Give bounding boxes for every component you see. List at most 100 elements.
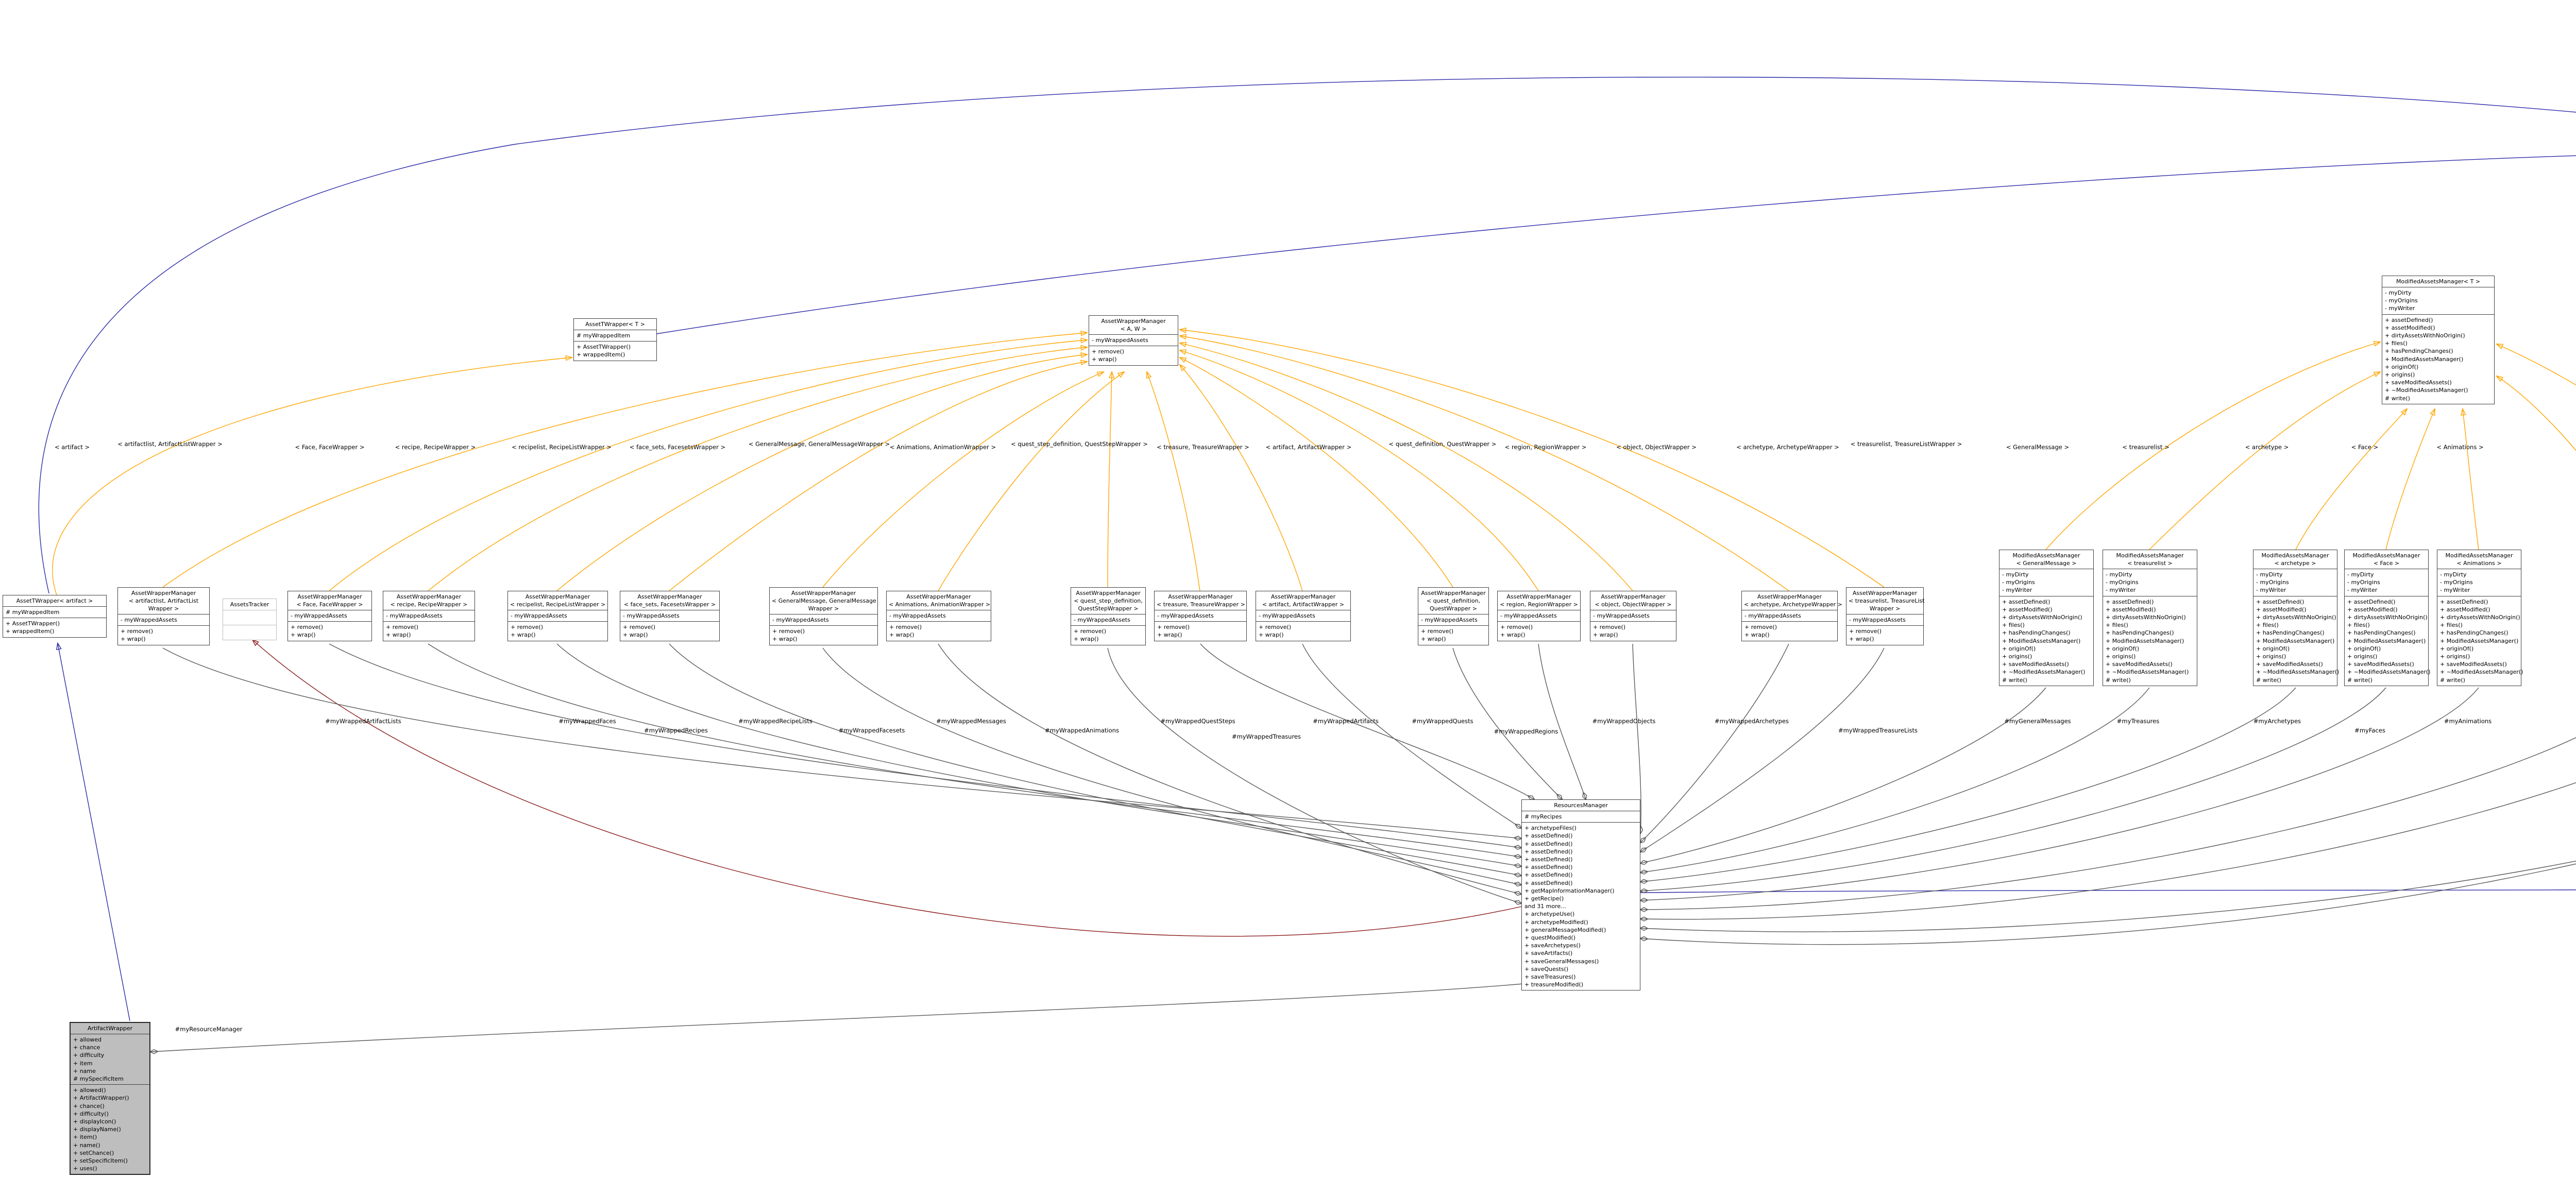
class-method: + wrap(): [889, 631, 914, 639]
edge-agg-myResourceManager: [150, 983, 1523, 1052]
class-title-line: < artifactlist, ArtifactList: [128, 597, 199, 604]
class-method: + origins(): [2347, 653, 2378, 660]
class-attribute: # myRecipes: [1524, 813, 1562, 820]
edge-label: #myWrappedMessages: [936, 718, 1006, 725]
class-attrs: [223, 610, 276, 625]
class-attribute: + name: [73, 1067, 96, 1074]
class-method: + origins(): [2106, 653, 2136, 660]
class-attribute: - myWriter: [2256, 587, 2286, 594]
edge-template-awm-treasure: [1147, 372, 1200, 591]
class-title-line: AssetWrapperManager: [1421, 590, 1486, 596]
class-method: + dirtyAssetsWithNoOrigin(): [2256, 614, 2336, 621]
class-method: + wrap(): [772, 636, 798, 643]
class-attrs: - myWrappedAssets: [1071, 614, 1145, 625]
edge-label: < artifact, ArtifactWrapper >: [1265, 443, 1352, 451]
class-methods: + remove()+ wrap(): [508, 621, 607, 640]
class-title-line: AssetWrapperManager: [396, 593, 462, 600]
class-title-line: < archetype >: [2274, 560, 2316, 567]
edge-agg-myWrappedRecipes: [428, 643, 1521, 857]
edge-label: #myFaces: [2354, 727, 2385, 734]
class-attribute: - myOrigins: [2347, 579, 2380, 586]
class-attrs: - myDirty- myOrigins- myWriter: [2382, 287, 2494, 314]
edge-label: #myWrappedQuestSteps: [1160, 718, 1235, 725]
class-awm-artifact: AssetWrapperManager< artifact, ArtifactW…: [1256, 591, 1351, 641]
class-attribute: - myOrigins: [2256, 579, 2289, 586]
class-title-line: < GeneralMessage >: [2016, 560, 2077, 567]
class-title: AssetWrapperManager< A, W >: [1089, 316, 1178, 335]
edge-label: #myWrappedArtifactLists: [325, 718, 401, 725]
class-method: # write(): [2002, 676, 2027, 684]
class-method: + assetDefined(): [1524, 848, 1573, 855]
class-attribute: + item: [73, 1060, 93, 1067]
class-method: + setSpecificItem(): [73, 1157, 128, 1165]
class-method: + assetDefined(): [1524, 864, 1573, 871]
class-method: + files(): [2347, 622, 2370, 629]
class-method: + hasPendingChanges(): [2002, 629, 2071, 637]
edge-label: #myWrappedRecipeLists: [738, 718, 812, 725]
edge-template-mam-face: [2385, 409, 2435, 550]
edge-agg-myWrappedArchetypes: [1640, 643, 1789, 843]
class-methods: + remove()+ wrap(): [1155, 621, 1246, 640]
class-method: + assetDefined(): [2106, 598, 2154, 605]
class-method: + ~ModifiedAssetsManager(): [2256, 669, 2340, 676]
class-title: ModifiedAssetsManager< Face >: [2345, 550, 2428, 569]
class-title: AssetTWrapper< artifact >: [3, 595, 106, 607]
class-title-line: QuestStepWrapper >: [1078, 605, 1139, 612]
class-method: + remove(): [1074, 628, 1107, 635]
class-method: # write(): [2440, 676, 2465, 684]
class-awm-region: AssetWrapperManager< region, RegionWrapp…: [1497, 591, 1581, 641]
class-attribute: - myWrappedAssets: [291, 612, 347, 619]
class-method: + getRecipe(): [1524, 895, 1564, 902]
edge-label: #myWrappedAnimations: [1045, 727, 1119, 734]
class-methods: + assetDefined()+ assetModified()+ dirty…: [2103, 595, 2197, 686]
class-title-line: AssetWrapperManager: [1101, 318, 1166, 325]
class-title-line: < archetype, ArchetypeWrapper >: [1744, 601, 1842, 608]
class-title: ModifiedAssetsManager< treasurelist >: [2103, 550, 2197, 569]
class-method: + originOf(): [2385, 363, 2419, 370]
class-awm-object: AssetWrapperManager< object, ObjectWrapp…: [1590, 591, 1676, 641]
class-method: + assetDefined(): [1524, 879, 1573, 886]
class-title-line: AssetTWrapper< T >: [585, 321, 645, 328]
class-attribute: - myWriter: [2347, 587, 2378, 594]
class-method: + dirtyAssetsWithNoOrigin(): [2002, 614, 2082, 621]
edge-label: < recipelist, RecipeListWrapper >: [512, 443, 612, 451]
class-attribute: - myDirty: [2440, 571, 2467, 578]
edge-template-awm-treasurelist: [1180, 330, 1885, 588]
class-method: + assetDefined(): [1524, 856, 1573, 863]
class-attribute: - myWrappedAssets: [1744, 612, 1801, 619]
class-attribute: # myWrappedItem: [6, 609, 60, 616]
edge-label: #myWrappedRegions: [1494, 728, 1558, 735]
class-method: + files(): [2440, 622, 2463, 629]
edge-label: < Animations >: [2436, 443, 2484, 451]
class-method: + wrap(): [1849, 636, 1874, 643]
edge-label: #myResourceManager: [175, 1026, 243, 1033]
class-method: + assetModified(): [2385, 324, 2435, 331]
class-attribute: - myWrappedAssets: [1593, 612, 1650, 619]
class-methods: + assetDefined()+ assetModified()+ dirty…: [2345, 595, 2430, 686]
class-method: + wrap(): [121, 636, 146, 643]
class-title-line: < treasurelist >: [2127, 560, 2173, 567]
class-title: ModifiedAssetsManager< archetype >: [2253, 550, 2337, 569]
class-method: + wrap(): [1074, 636, 1099, 643]
class-attribute: - myOrigins: [2385, 297, 2418, 304]
class-attrs: - myWrappedAssets: [1256, 610, 1350, 621]
edge-label: < treasurelist, TreasureListWrapper >: [1850, 440, 1962, 448]
class-title: ArtifactWrapper: [71, 1023, 149, 1034]
class-method: + getMapInformationManager(): [1524, 887, 1615, 894]
class-title-line: < treasure, TreasureWrapper >: [1157, 601, 1245, 608]
class-method: + originOf(): [2347, 645, 2381, 652]
edge-agg-myWrappedArtifacts: [1302, 643, 1521, 828]
edge-template-awm-facesets: [669, 362, 1087, 591]
class-title-line: AssetTWrapper< artifact >: [16, 597, 93, 604]
class-methods: + remove()+ wrap(): [1418, 625, 1488, 644]
class-awm-face: AssetWrapperManager< Face, FaceWrapper >…: [287, 591, 372, 641]
class-title-line: ResourcesManager: [1554, 802, 1608, 809]
class-attrs: - myDirty- myOrigins- myWriter: [2103, 569, 2197, 596]
class-title-line: QuestWrapper >: [1429, 605, 1478, 612]
edge-label: < object, ObjectWrapper >: [1616, 443, 1697, 451]
class-method: + ~ModifiedAssetsManager(): [2106, 669, 2189, 676]
class-method: + saveModifiedAssets(): [2385, 379, 2452, 386]
class-method: + remove(): [1092, 348, 1125, 355]
class-method: + remove(): [1500, 624, 1533, 631]
class-method: + wrap(): [623, 631, 648, 639]
